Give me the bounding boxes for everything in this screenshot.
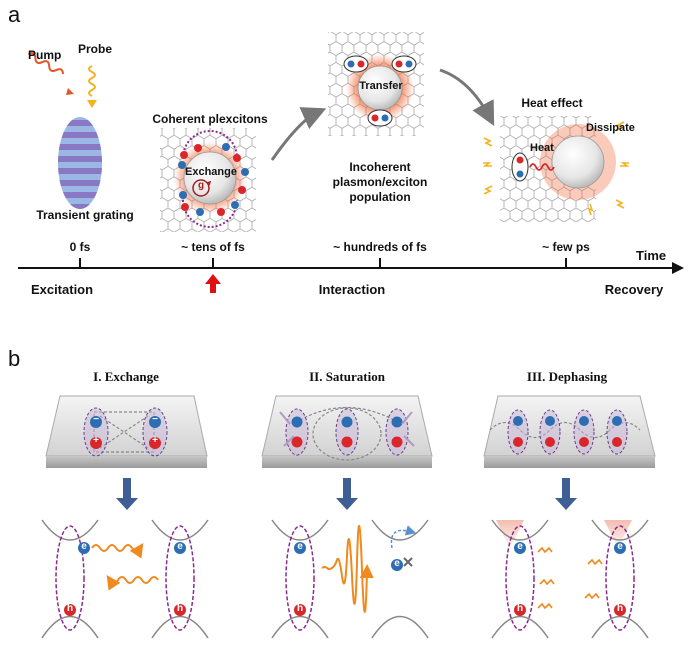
phase-excitation: Excitation [30, 282, 94, 297]
heat-label: Heat [530, 142, 554, 154]
title-exchange: I. Exchange [93, 369, 159, 384]
down-arrows [116, 478, 577, 510]
pump-label: Pump [28, 48, 62, 62]
panel-label-b: b [8, 346, 21, 371]
charge-markers [178, 143, 249, 216]
hole-label: h [616, 603, 624, 614]
dephasing-band-diagram [491, 519, 649, 639]
minus-sign: − [152, 414, 158, 425]
tick-label-0: 0 fs [69, 240, 91, 254]
electron-label: e [81, 541, 87, 552]
panel-label-a: a [8, 2, 21, 27]
phase-interaction: Interaction [318, 282, 386, 297]
tick-label-2: ~ hundreds of fs [333, 240, 427, 254]
heat-effect-label: Heat effect [521, 96, 583, 110]
electron-label: e [617, 541, 623, 552]
hole-label: h [516, 603, 524, 614]
incoherent-label-3: population [349, 190, 411, 204]
transition-arrow-2 [439, 68, 495, 126]
dissipate-label: Dissipate [586, 122, 635, 134]
exchange-plate [45, 395, 208, 468]
probe-label: Probe [78, 42, 113, 56]
g-label: g [198, 180, 205, 191]
incoherent-label-2: plasmon/exciton [332, 175, 428, 189]
time-axis [18, 258, 684, 274]
coherent-plexciton-lattice [160, 128, 256, 232]
transient-grating-label: Transient grating [36, 208, 134, 222]
hole-label: h [176, 603, 184, 614]
carrier-markers [64, 542, 626, 616]
minus-sign: − [93, 414, 99, 425]
coherent-plexcitons-label: Coherent plexcitons [152, 112, 268, 126]
electron-label: e [517, 541, 523, 552]
plus-sign: + [93, 435, 99, 446]
tick-label-3: ~ few ps [542, 240, 590, 254]
transition-arrow-1 [270, 107, 327, 161]
tick-label-1: ~ tens of fs [181, 240, 245, 254]
phase-recovery: Recovery [604, 282, 664, 297]
exchange-band-diagram [41, 519, 209, 639]
saturation-band-diagram [271, 519, 429, 639]
time-label: Time [636, 248, 667, 263]
electron-label: e [297, 541, 303, 552]
hole-label: h [66, 603, 74, 614]
heat-lattice [482, 116, 630, 222]
electron-label: e [177, 541, 183, 552]
title-dephasing: III. Dephasing [526, 369, 608, 384]
hole-label: h [296, 603, 304, 614]
dephasing-plate [483, 395, 656, 468]
electron-label: e [394, 558, 400, 569]
probe-wave-icon [87, 65, 97, 108]
pump-wave-icon [27, 52, 74, 95]
transfer-lattice [328, 32, 424, 136]
incoherent-label-1: Incoherent [349, 160, 411, 174]
red-up-arrow-icon [205, 274, 221, 293]
exchange-label: Exchange [185, 166, 237, 178]
plus-sign: + [152, 435, 158, 446]
transient-grating-icon [58, 117, 102, 209]
transfer-label: Transfer [359, 80, 403, 92]
saturation-plate [261, 395, 433, 468]
title-saturation: II. Saturation [309, 369, 385, 384]
